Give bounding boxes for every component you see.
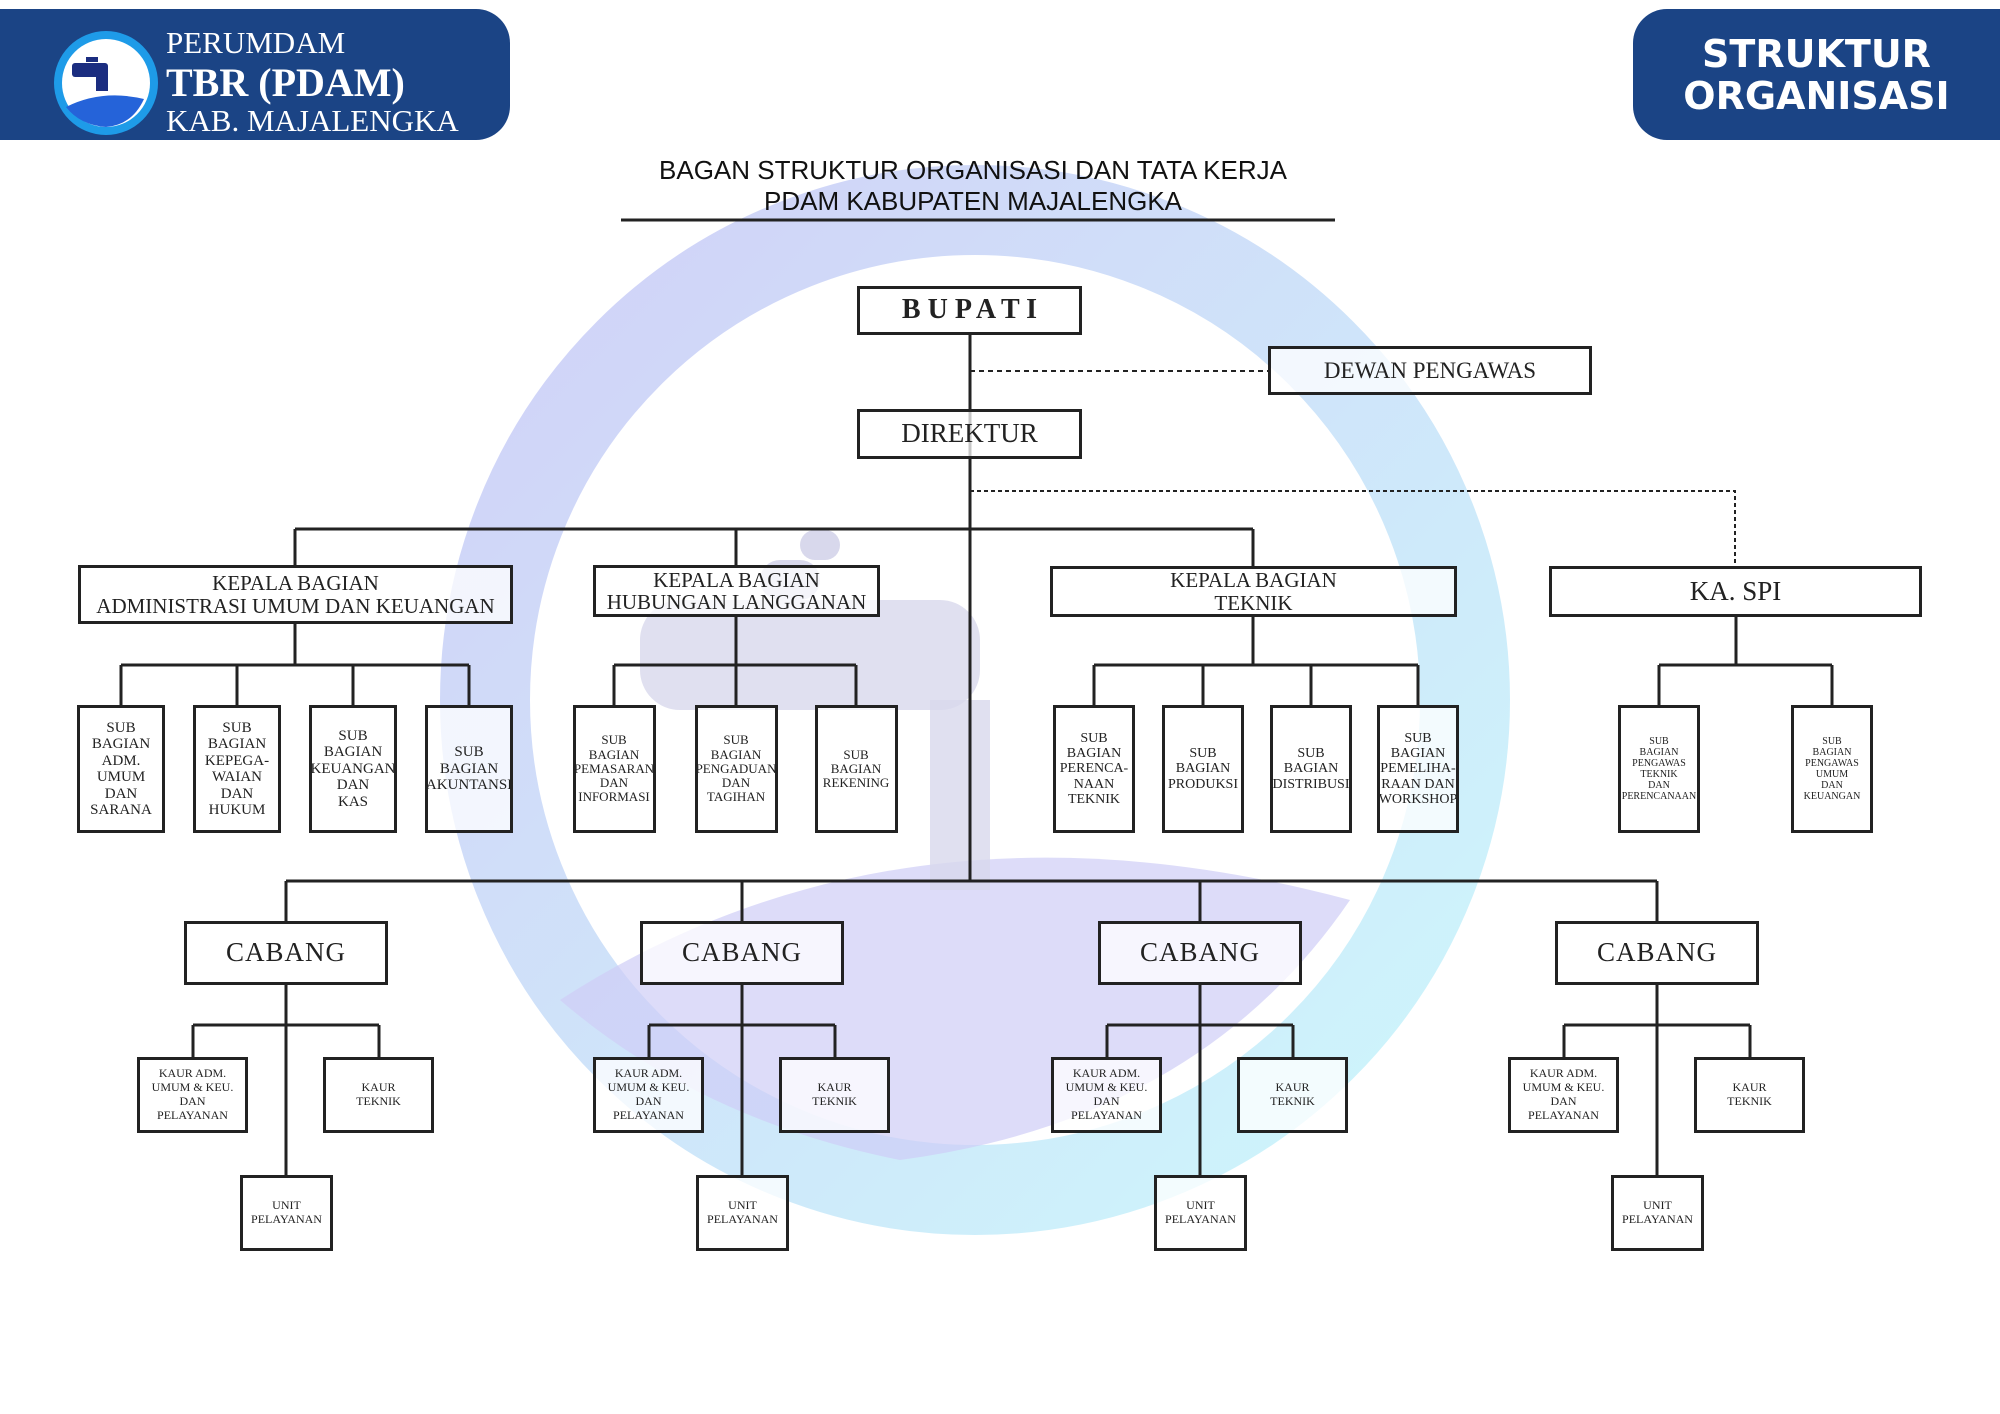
sub-bagian-box: SUB BAGIAN AKUNTANSI (425, 705, 513, 833)
brand-line-3: KAB. MAJALENGKA (166, 103, 459, 138)
dewan-pengawas-box: DEWAN PENGAWAS (1268, 346, 1592, 395)
kaur-adm-box: KAUR ADM. UMUM & KEU. DAN PELAYANAN (593, 1057, 704, 1133)
sub-bagian-box: SUB BAGIAN PENGAWAS TEKNIK DAN PERENCANA… (1618, 705, 1700, 833)
kaur-teknik-box: KAUR TEKNIK (779, 1057, 890, 1133)
brand-banner: PERUMDAM TBR (PDAM) KAB. MAJALENGKA (0, 9, 510, 140)
kaur-adm-box: KAUR ADM. UMUM & KEU. DAN PELAYANAN (1508, 1057, 1619, 1133)
chart-title-line-2: PDAM KABUPATEN MAJALENGKA (763, 186, 1183, 216)
ka-spi-box: KA. SPI (1549, 566, 1922, 617)
unit-pelayanan-box: UNIT PELAYANAN (696, 1175, 789, 1251)
kaur-teknik-box: KAUR TEKNIK (323, 1057, 434, 1133)
sub-bagian-box: SUB BAGIAN REKENING (814, 705, 898, 833)
sub-bagian-box: SUB BAGIAN KEPEGA- WAIAN DAN HUKUM (193, 705, 281, 833)
chart-title-line-1: BAGAN STRUKTUR ORGANISASI DAN TATA KERJA (659, 155, 1287, 185)
unit-pelayanan-box: UNIT PELAYANAN (1154, 1175, 1247, 1251)
sub-bagian-box: SUB BAGIAN PEMASARAN DAN INFORMASI (572, 705, 656, 833)
kaur-teknik-box: KAUR TEKNIK (1237, 1057, 1348, 1133)
cabang-box: CABANG (184, 921, 388, 985)
unit-pelayanan-box: UNIT PELAYANAN (1611, 1175, 1704, 1251)
kepala-bagian-adm-umum-keuangan: KEPALA BAGIAN ADMINISTRASI UMUM DAN KEUA… (78, 565, 513, 624)
kaur-teknik-box: KAUR TEKNIK (1694, 1057, 1805, 1133)
kepala-bagian-hubungan-langganan: KEPALA BAGIAN HUBUNGAN LANGGANAN (593, 565, 880, 617)
sub-bagian-box: SUB BAGIAN KEUANGAN DAN KAS (309, 705, 397, 833)
water-faucet-logo-icon (54, 31, 158, 135)
bupati-box: B U P A T I (857, 286, 1082, 335)
direktur-box: DIREKTUR (857, 409, 1082, 459)
sub-bagian-box: SUB BAGIAN PRODUKSI (1162, 705, 1244, 833)
brand-line-1: PERUMDAM (166, 25, 346, 60)
cabang-box: CABANG (1098, 921, 1302, 985)
sub-bagian-box: SUB BAGIAN ADM. UMUM DAN SARANA (77, 705, 165, 833)
page-label: STRUKTUR ORGANISASI (1633, 9, 2000, 140)
sub-bagian-box: SUB BAGIAN PEMELIHA- RAAN DAN WORKSHOP (1377, 705, 1459, 833)
kepala-bagian-teknik: KEPALA BAGIAN TEKNIK (1050, 566, 1457, 617)
sub-bagian-box: SUB BAGIAN PERENCA- NAAN TEKNIK (1053, 705, 1135, 833)
kaur-adm-box: KAUR ADM. UMUM & KEU. DAN PELAYANAN (1051, 1057, 1162, 1133)
brand-line-2: TBR (PDAM) (166, 60, 405, 105)
sub-bagian-box: SUB BAGIAN PENGAWAS UMUM DAN KEUANGAN (1791, 705, 1873, 833)
kaur-adm-box: KAUR ADM. UMUM & KEU. DAN PELAYANAN (137, 1057, 248, 1133)
sub-bagian-box: SUB BAGIAN DISTRIBUSI (1270, 705, 1352, 833)
cabang-box: CABANG (1555, 921, 1759, 985)
cabang-box: CABANG (640, 921, 844, 985)
unit-pelayanan-box: UNIT PELAYANAN (240, 1175, 333, 1251)
sub-bagian-box: SUB BAGIAN PENGADUAN DAN TAGIHAN (694, 705, 778, 833)
